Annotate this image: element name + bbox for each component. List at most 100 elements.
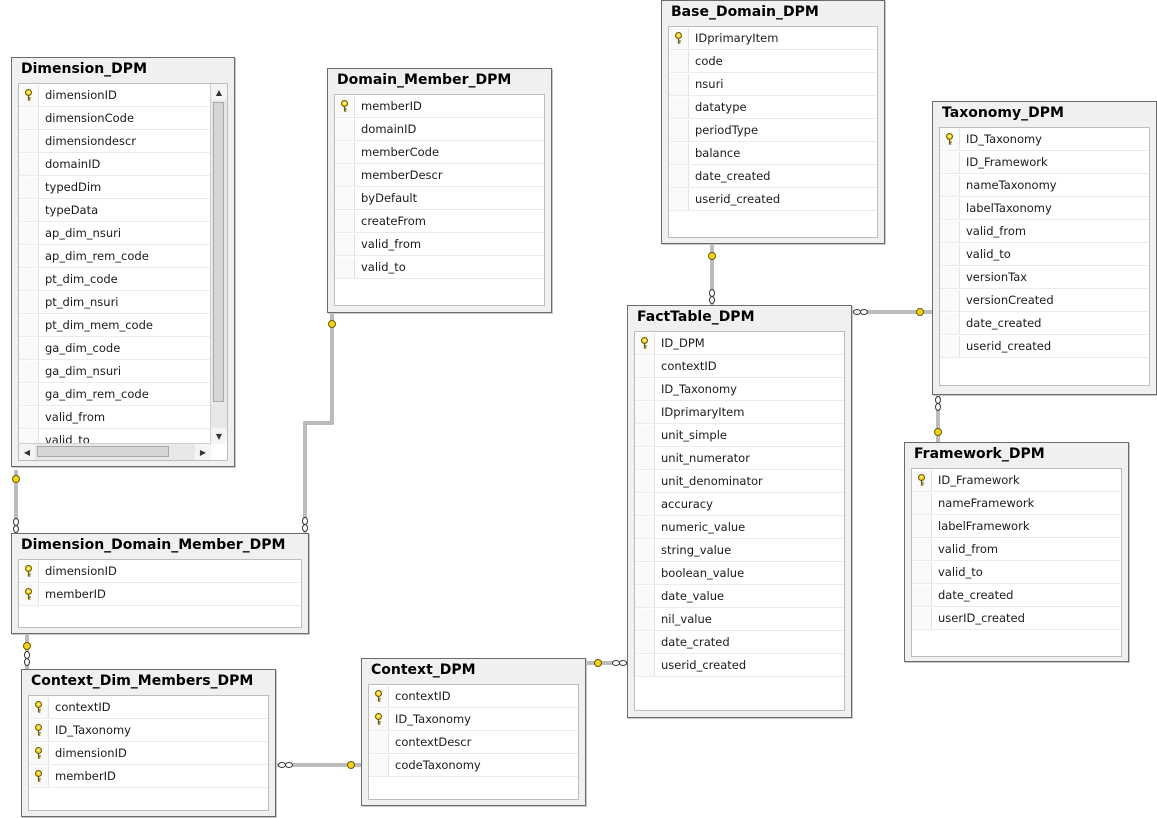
column-row[interactable]: domainID xyxy=(19,153,211,176)
column-row[interactable]: numeric_value xyxy=(635,516,844,539)
column-row[interactable]: periodType xyxy=(669,119,877,142)
column-row[interactable]: userid_created xyxy=(940,335,1149,358)
column-row[interactable]: IDprimaryItem xyxy=(635,401,844,424)
scroll-up-arrow-icon[interactable]: ▲ xyxy=(211,84,227,100)
scroll-down-arrow-icon[interactable]: ▼ xyxy=(211,428,227,444)
column-row[interactable]: pt_dim_code xyxy=(19,268,211,291)
row-selector[interactable] xyxy=(19,153,39,176)
column-row[interactable]: nameFramework xyxy=(912,492,1121,515)
column-row[interactable]: pt_dim_nsuri xyxy=(19,291,211,314)
column-row[interactable]: memberID xyxy=(29,765,268,788)
column-row[interactable]: dimensionID xyxy=(19,84,211,107)
scroll-thumb[interactable] xyxy=(213,102,224,402)
row-selector[interactable] xyxy=(29,765,49,788)
row-selector[interactable] xyxy=(635,562,655,585)
row-selector[interactable] xyxy=(29,742,49,765)
row-selector[interactable] xyxy=(335,210,355,233)
column-row[interactable]: userid_created xyxy=(669,188,877,211)
column-row[interactable]: createFrom xyxy=(335,210,544,233)
row-selector[interactable] xyxy=(19,107,39,130)
row-selector[interactable] xyxy=(669,119,689,142)
scroll-left-arrow-icon[interactable]: ◀ xyxy=(19,444,35,460)
column-row[interactable]: domainID xyxy=(335,118,544,141)
column-row[interactable]: ap_dim_rem_code xyxy=(19,245,211,268)
column-row[interactable]: memberID xyxy=(19,583,301,606)
row-selector[interactable] xyxy=(335,141,355,164)
row-selector[interactable] xyxy=(635,424,655,447)
row-selector[interactable] xyxy=(940,266,960,289)
row-selector[interactable] xyxy=(635,539,655,562)
row-selector[interactable] xyxy=(940,151,960,174)
column-row[interactable]: valid_to xyxy=(335,256,544,279)
row-selector[interactable] xyxy=(912,607,932,630)
column-row[interactable]: date_created xyxy=(669,165,877,188)
column-row[interactable]: dimensiondescr xyxy=(19,130,211,153)
row-selector[interactable] xyxy=(940,243,960,266)
horizontal-scrollbar[interactable]: ◀▶ xyxy=(19,443,211,460)
row-selector[interactable] xyxy=(635,355,655,378)
row-selector[interactable] xyxy=(912,515,932,538)
row-selector[interactable] xyxy=(335,95,355,118)
column-row[interactable]: ga_dim_code xyxy=(19,337,211,360)
row-selector[interactable] xyxy=(940,174,960,197)
column-row[interactable]: ID_DPM xyxy=(635,332,844,355)
row-selector[interactable] xyxy=(335,118,355,141)
row-selector[interactable] xyxy=(940,312,960,335)
column-row[interactable]: contextDescr xyxy=(369,731,578,754)
row-selector[interactable] xyxy=(669,188,689,211)
column-row[interactable]: string_value xyxy=(635,539,844,562)
row-selector[interactable] xyxy=(635,585,655,608)
row-selector[interactable] xyxy=(635,654,655,677)
column-row[interactable]: date_crated xyxy=(635,631,844,654)
column-row[interactable]: ga_dim_nsuri xyxy=(19,360,211,383)
column-row[interactable]: ID_Taxonomy xyxy=(940,128,1149,151)
column-row[interactable]: ID_Taxonomy xyxy=(635,378,844,401)
row-selector[interactable] xyxy=(19,360,39,383)
column-row[interactable]: typedDim xyxy=(19,176,211,199)
row-selector[interactable] xyxy=(369,708,389,731)
column-row[interactable]: balance xyxy=(669,142,877,165)
row-selector[interactable] xyxy=(19,291,39,314)
column-row[interactable]: memberID xyxy=(335,95,544,118)
column-row[interactable]: versionTax xyxy=(940,266,1149,289)
row-selector[interactable] xyxy=(912,561,932,584)
column-row[interactable]: versionCreated xyxy=(940,289,1149,312)
row-selector[interactable] xyxy=(912,469,932,492)
column-row[interactable]: memberDescr xyxy=(335,164,544,187)
row-selector[interactable] xyxy=(635,332,655,355)
row-selector[interactable] xyxy=(940,220,960,243)
row-selector[interactable] xyxy=(369,685,389,708)
row-selector[interactable] xyxy=(29,696,49,719)
column-row[interactable]: valid_to xyxy=(912,561,1121,584)
row-selector[interactable] xyxy=(635,516,655,539)
row-selector[interactable] xyxy=(669,142,689,165)
column-row[interactable]: contextID xyxy=(635,355,844,378)
row-selector[interactable] xyxy=(635,631,655,654)
row-selector[interactable] xyxy=(669,96,689,119)
row-selector[interactable] xyxy=(19,583,39,606)
column-row[interactable]: ap_dim_nsuri xyxy=(19,222,211,245)
column-row[interactable]: code xyxy=(669,50,877,73)
column-row[interactable]: dimensionCode xyxy=(19,107,211,130)
column-row[interactable]: date_created xyxy=(940,312,1149,335)
column-row[interactable]: memberCode xyxy=(335,141,544,164)
column-row[interactable]: nsuri xyxy=(669,73,877,96)
row-selector[interactable] xyxy=(635,401,655,424)
column-row[interactable]: accuracy xyxy=(635,493,844,516)
column-row[interactable]: labelFramework xyxy=(912,515,1121,538)
row-selector[interactable] xyxy=(635,470,655,493)
column-row[interactable]: unit_simple xyxy=(635,424,844,447)
row-selector[interactable] xyxy=(19,130,39,153)
column-row[interactable]: valid_from xyxy=(940,220,1149,243)
row-selector[interactable] xyxy=(335,256,355,279)
row-selector[interactable] xyxy=(19,199,39,222)
column-row[interactable]: valid_to xyxy=(940,243,1149,266)
column-row[interactable]: ID_Framework xyxy=(940,151,1149,174)
row-selector[interactable] xyxy=(19,222,39,245)
row-selector[interactable] xyxy=(29,719,49,742)
